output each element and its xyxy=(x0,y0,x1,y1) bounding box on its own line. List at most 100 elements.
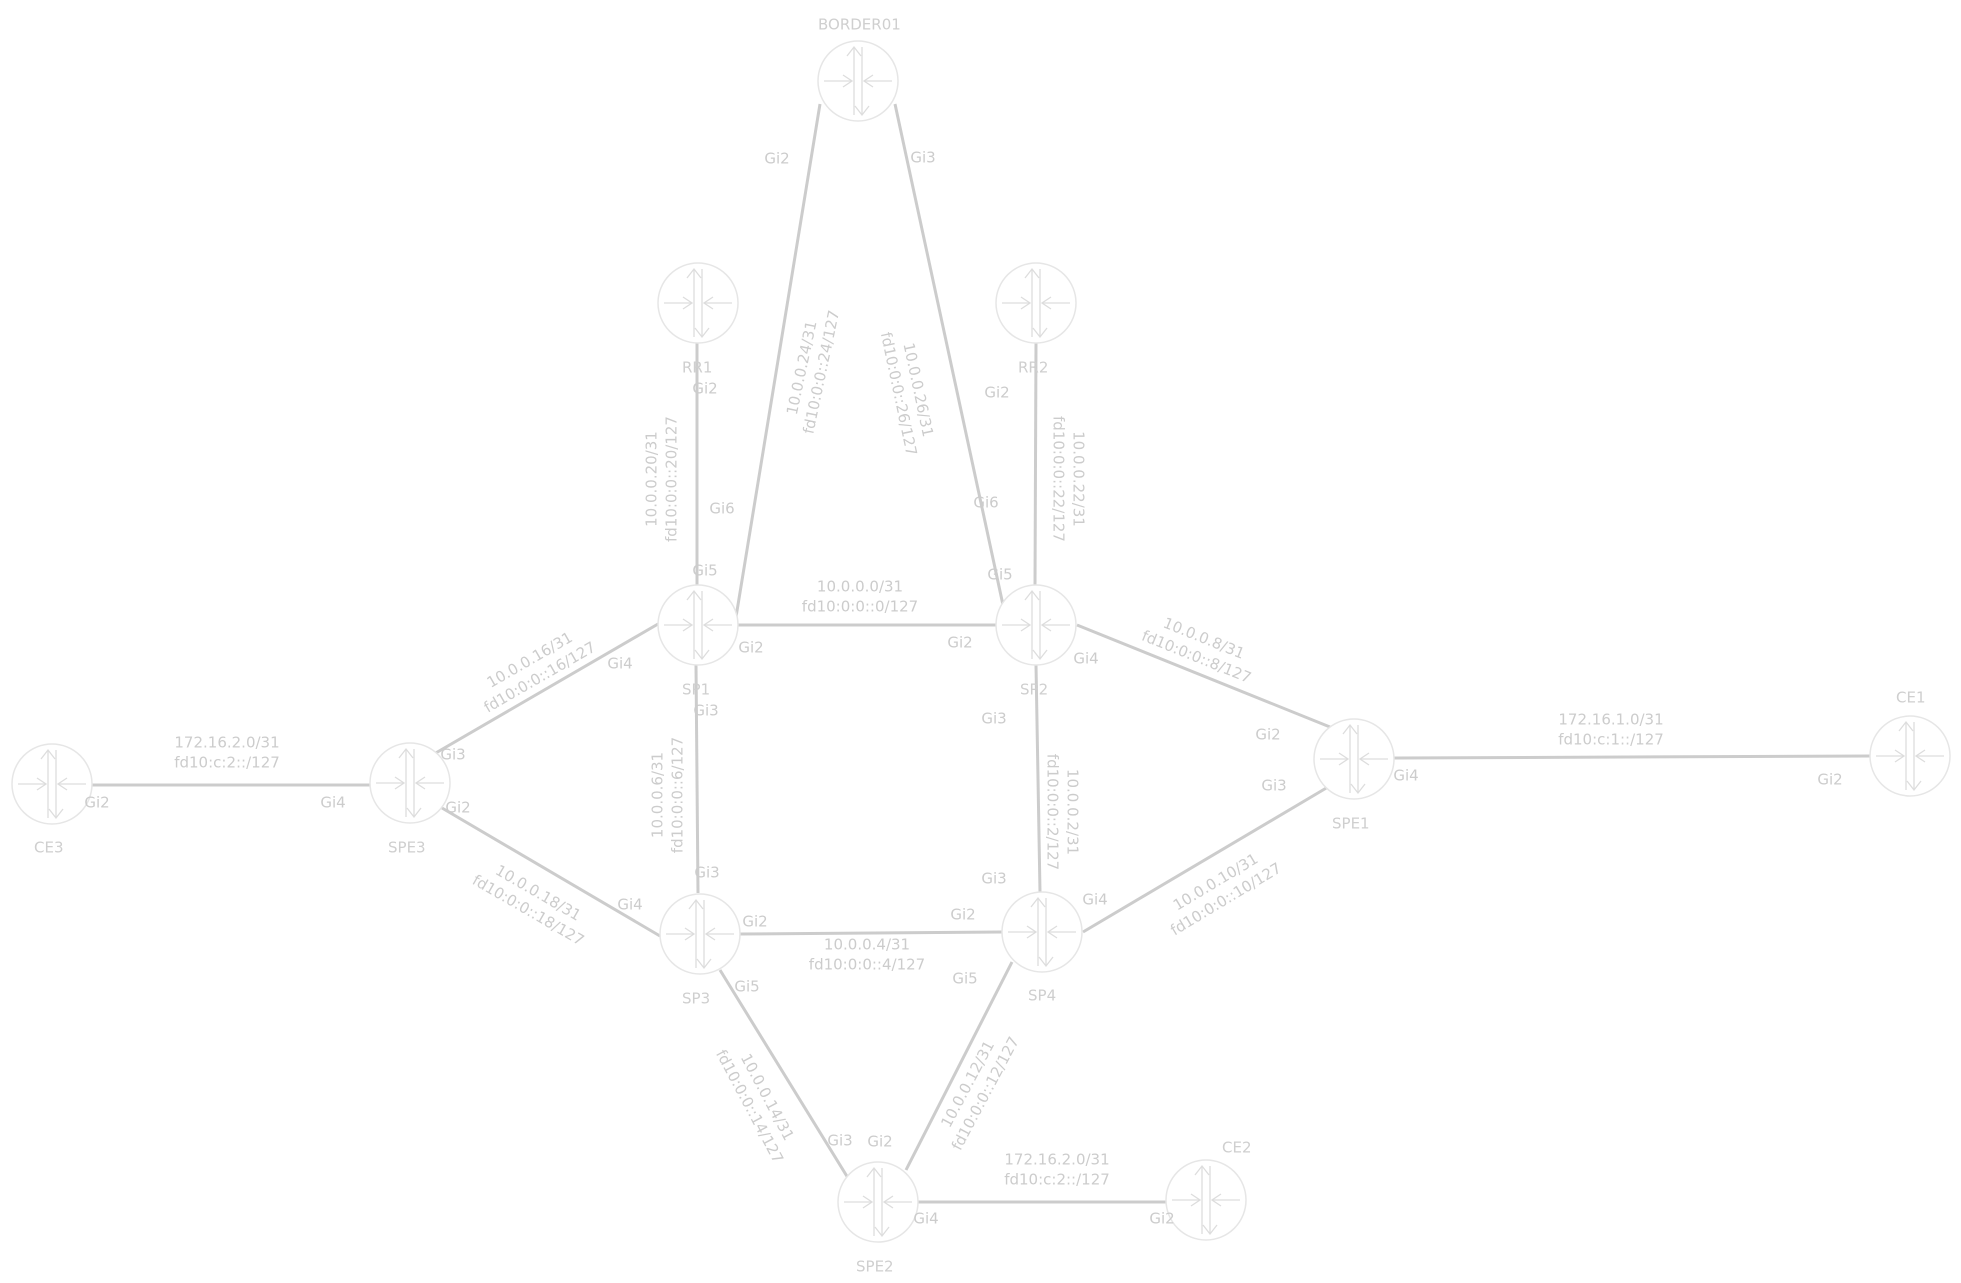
port-label-rr2-sp2-from: Gi2 xyxy=(984,384,1009,402)
link-sp1-spe3 xyxy=(433,622,659,756)
link-ipv6-sp1-sp2: fd10:0:0::0/127 xyxy=(802,598,918,616)
nodes-layer xyxy=(11,40,1951,1243)
link-rr2-sp2 xyxy=(1033,342,1038,587)
port-label-sp3-sp4-to: Gi2 xyxy=(950,906,975,924)
node-label-ce3: CE3 xyxy=(34,839,64,857)
router-icon[interactable] xyxy=(369,742,451,824)
port-label-sp3-spe2-from: Gi5 xyxy=(734,978,759,996)
link-sp1-sp3 xyxy=(694,664,700,894)
router-icon[interactable] xyxy=(995,262,1077,344)
node-label-sp1: SP1 xyxy=(682,681,710,699)
port-label-border-sp2-to: Gi6 xyxy=(973,494,998,512)
link-ipv4-rr1-sp1: 10.0.0.20/31 xyxy=(643,431,661,527)
router-icon[interactable] xyxy=(1001,891,1083,973)
link-ipv6-rr2-sp2: fd10:0:0::22/127 xyxy=(1050,416,1068,542)
port-label-spe1-ce1-from: Gi4 xyxy=(1393,767,1418,785)
port-label-sp2-spe1-from: Gi4 xyxy=(1073,650,1098,668)
link-ipv4-spe2-ce2: 172.16.2.0/31 xyxy=(1004,1151,1109,1169)
link-sp3-sp4 xyxy=(739,930,1003,936)
port-label-sp1-sp3-from: Gi3 xyxy=(693,702,718,720)
router-icon[interactable] xyxy=(659,893,741,975)
link-border-sp1 xyxy=(734,103,822,618)
port-label-spe3-sp3-to: Gi4 xyxy=(617,896,642,914)
port-label-sp4-spe1-from: Gi4 xyxy=(1082,891,1107,909)
port-label-border-sp1-to: Gi6 xyxy=(709,500,734,518)
link-sp2-sp4 xyxy=(1034,664,1042,893)
port-label-sp4-spe2-from: Gi5 xyxy=(952,970,977,988)
router-icon[interactable] xyxy=(1165,1159,1247,1241)
link-sp4-spe1 xyxy=(1082,785,1329,934)
router-icon[interactable] xyxy=(11,743,93,825)
port-label-sp1-spe3-from: Gi4 xyxy=(607,655,632,673)
port-label-rr2-sp2-to: Gi5 xyxy=(987,566,1012,584)
port-label-sp2-sp4-to: Gi3 xyxy=(981,870,1006,888)
link-ipv6-spe2-ce2: fd10:c:2::/127 xyxy=(1004,1171,1110,1189)
port-label-spe2-ce2-from: Gi4 xyxy=(913,1210,938,1228)
port-label-border-sp1-from: Gi2 xyxy=(764,150,789,168)
link-ipv6-sp2-sp4: fd10:0:0::2/127 xyxy=(1044,754,1062,870)
port-label-sp1-spe3-to: Gi3 xyxy=(440,746,465,764)
port-label-sp3-sp4-from: Gi2 xyxy=(742,913,767,931)
link-spe3-sp3 xyxy=(441,806,661,938)
link-ipv4-sp1-sp2: 10.0.0.0/31 xyxy=(817,578,903,596)
port-label-border-sp2-from: Gi3 xyxy=(910,149,935,167)
node-label-sp3: SP3 xyxy=(682,990,710,1008)
node-label-spe3: SPE3 xyxy=(388,839,426,857)
links-layer xyxy=(88,103,1873,1204)
port-label-sp1-sp2-to: Gi2 xyxy=(947,634,972,652)
port-label-spe1-ce1-to: Gi2 xyxy=(1817,771,1842,789)
link-border-sp2 xyxy=(893,103,1005,606)
router-icon[interactable] xyxy=(657,584,739,666)
router-icon[interactable] xyxy=(657,262,739,344)
link-ipv4-sp3-sp4: 10.0.0.4/31 xyxy=(824,936,910,954)
node-label-sp2: SP2 xyxy=(1020,681,1048,699)
port-label-sp4-spe1-to: Gi3 xyxy=(1261,777,1286,795)
link-ipv6-ce3-spe3: fd10:c:2::/127 xyxy=(174,754,280,772)
node-label-sp4: SP4 xyxy=(1028,987,1056,1005)
router-icon[interactable] xyxy=(817,40,899,122)
node-label-spe1: SPE1 xyxy=(1332,815,1370,833)
port-label-sp2-sp4-from: Gi3 xyxy=(981,710,1006,728)
link-ipv6-spe1-ce1: fd10:c:1::/127 xyxy=(1558,731,1664,749)
router-icon[interactable] xyxy=(995,584,1077,666)
port-label-sp1-sp3-to: Gi3 xyxy=(694,864,719,882)
port-label-sp4-spe2-to: Gi2 xyxy=(867,1133,892,1151)
router-icon[interactable] xyxy=(1869,715,1951,797)
link-ipv4-spe1-ce1: 172.16.1.0/31 xyxy=(1558,711,1663,729)
port-label-rr1-sp1-from: Gi2 xyxy=(692,380,717,398)
port-label-spe2-ce2-to: Gi2 xyxy=(1149,1210,1174,1228)
link-ipv4-sp2-sp4: 10.0.0.2/31 xyxy=(1064,769,1082,855)
node-label-ce1: CE1 xyxy=(1896,689,1926,707)
port-label-spe3-sp3-from: Gi2 xyxy=(445,799,470,817)
link-ipv4-ce3-spe3: 172.16.2.0/31 xyxy=(174,734,279,752)
port-label-sp2-spe1-to: Gi2 xyxy=(1255,726,1280,744)
link-ipv6-sp1-sp3: fd10:0:0::6/127 xyxy=(669,737,687,853)
link-ipv6-rr1-sp1: fd10:0:0::20/127 xyxy=(663,416,681,542)
link-ipv4-rr2-sp2: 10.0.0.22/31 xyxy=(1070,431,1088,527)
router-icon[interactable] xyxy=(1313,718,1395,800)
link-spe1-ce1 xyxy=(1393,754,1873,760)
port-label-ce3-spe3-to: Gi4 xyxy=(320,794,345,812)
node-label-ce2: CE2 xyxy=(1222,1139,1252,1157)
link-sp4-spe2 xyxy=(904,961,1014,1171)
port-label-sp1-sp2-from: Gi2 xyxy=(738,639,763,657)
router-icon[interactable] xyxy=(837,1161,919,1243)
port-label-sp3-spe2-to: Gi3 xyxy=(827,1132,852,1150)
port-label-rr1-sp1-to: Gi5 xyxy=(692,562,717,580)
